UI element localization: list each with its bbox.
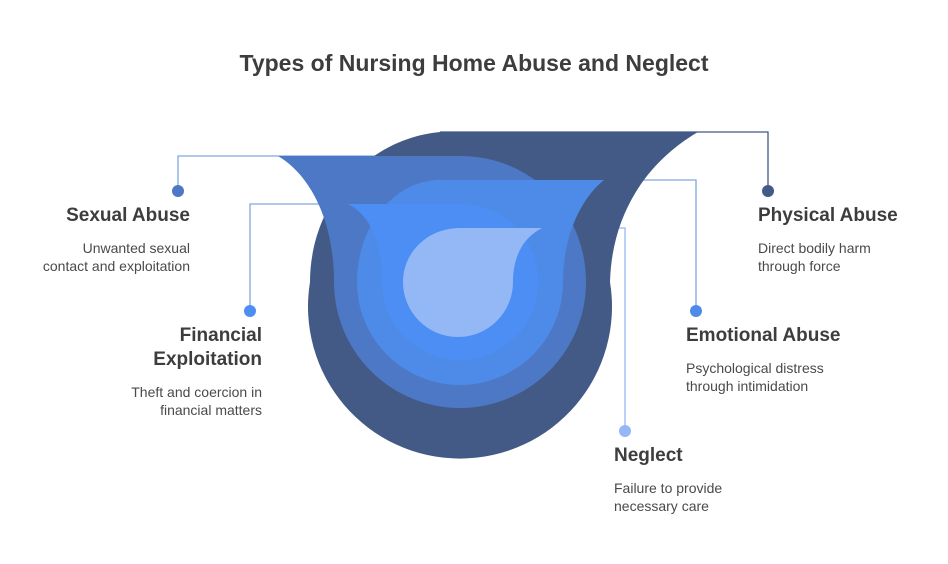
dot-emotional [690,305,702,317]
neglect-title: Neglect [614,445,683,466]
dot-sexual [172,185,184,197]
layer-neglect [403,228,542,337]
dot-financial [244,305,256,317]
physical-abuse-desc-line2: through force [758,258,841,274]
financial-exploitation-title-line2: Exploitation [153,349,262,370]
financial-exploitation-desc-line2: financial matters [160,402,262,418]
sexual-abuse-desc-line2: contact and exploitation [42,258,190,274]
emotional-abuse-desc-line1: Psychological distress [686,360,824,376]
physical-abuse-desc-line1: Direct bodily harm [758,240,871,256]
emotional-abuse-title: Emotional Abuse [686,325,841,346]
dot-neglect [619,425,631,437]
neglect-desc-line1: Failure to provide [614,480,723,496]
financial-exploitation-desc-line1: Theft and coercion in [131,384,262,400]
physical-abuse-title: Physical Abuse [758,205,898,226]
neglect-desc-line2: necessary care [614,498,709,514]
dot-physical [762,185,774,197]
financial-exploitation-title-line1: Financial [179,325,262,346]
sexual-abuse-title: Sexual Abuse [66,205,190,226]
diagram-title: Types of Nursing Home Abuse and Neglect [239,50,709,76]
sexual-abuse-desc-line1: Unwanted sexual [82,240,190,256]
emotional-abuse-desc-line2: through intimidation [686,378,809,394]
